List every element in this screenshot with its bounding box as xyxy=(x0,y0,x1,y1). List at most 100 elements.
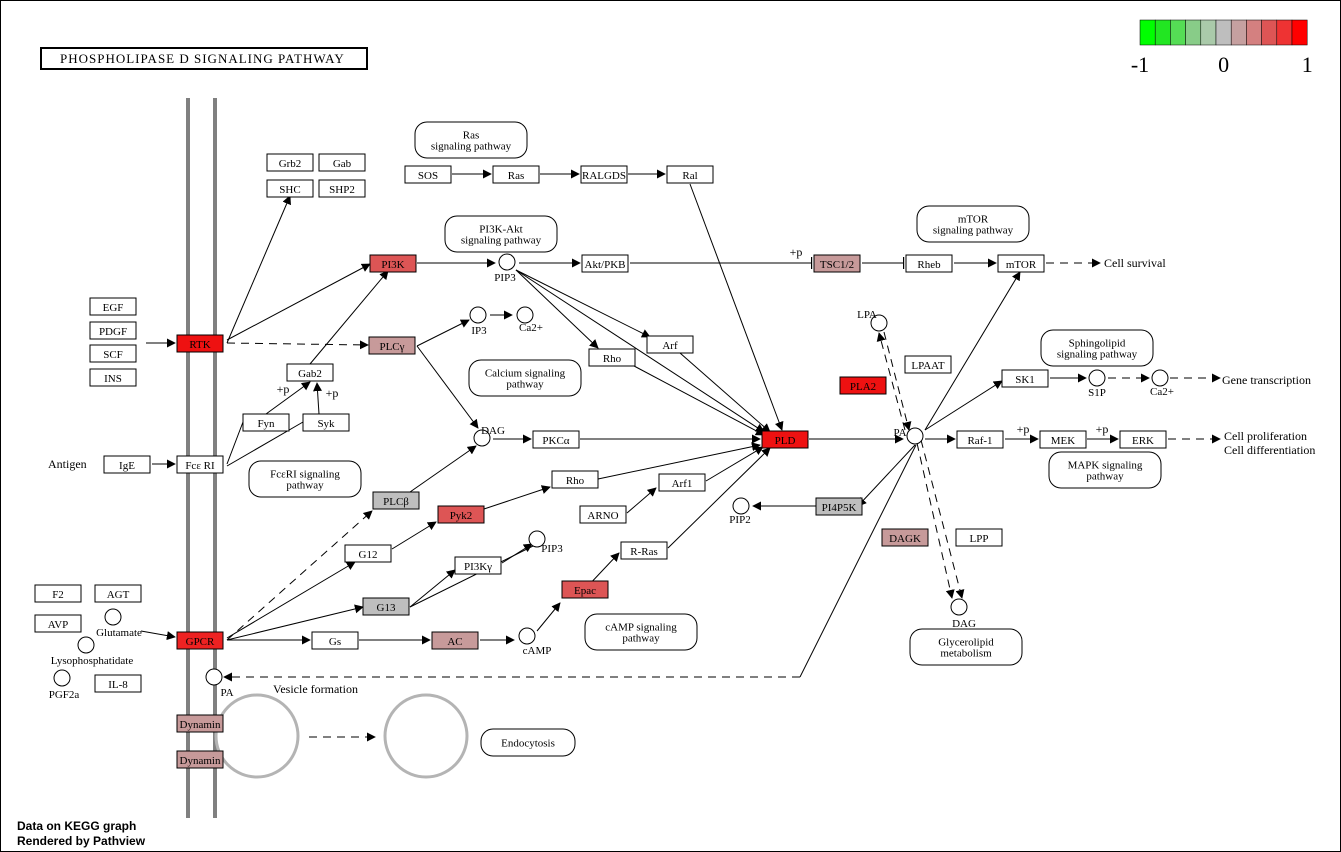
edge-65 xyxy=(883,331,912,431)
legend-label-2: 1 xyxy=(1302,52,1313,77)
gene-pkca[interactable]: PKCα xyxy=(532,430,580,449)
gene-ac[interactable]: AC xyxy=(431,631,479,650)
compound-lysophosphatidate[interactable]: Lysophosphatidate xyxy=(51,636,134,667)
gene-sos[interactable]: SOS xyxy=(404,165,452,184)
gene-rheb-label: Rheb xyxy=(917,259,941,271)
gene-pi3kg[interactable]: PI3Kγ xyxy=(454,556,502,575)
gene-pld-box xyxy=(761,430,809,449)
gene-lpaat[interactable]: LPAAT xyxy=(904,355,952,374)
gene-tsc12[interactable]: TSC1/2 xyxy=(813,254,861,273)
gene-ralgds[interactable]: RALGDS xyxy=(580,165,628,184)
gene-ac-box xyxy=(431,631,479,650)
compound-pip2[interactable]: PIP2 xyxy=(729,497,751,526)
gene-pld[interactable]: PLD xyxy=(761,430,809,449)
gene-plcg[interactable]: PLCγ xyxy=(368,336,416,355)
compound-dag2[interactable]: DAG xyxy=(950,598,976,630)
gene-pla2[interactable]: PLA2 xyxy=(839,376,887,395)
text-p3: +p xyxy=(326,386,339,400)
endocytosis-path-node[interactable]: Endocytosis xyxy=(480,728,576,757)
mtor-path-label: mTOR xyxy=(958,214,989,226)
gene-pi4p5k[interactable]: PI4P5K xyxy=(815,497,863,516)
compound-pa1[interactable]: PA xyxy=(893,427,924,445)
gene-ige[interactable]: IgE xyxy=(103,455,151,474)
gene-rheb[interactable]: Rheb xyxy=(905,254,953,273)
gene-ral[interactable]: Ral xyxy=(666,165,714,184)
compound-s1p[interactable]: S1P xyxy=(1088,369,1106,399)
gene-rho1-box xyxy=(588,348,636,367)
gene-shc[interactable]: SHC xyxy=(266,179,314,198)
compound-lpa[interactable]: LPA xyxy=(857,309,888,332)
gene-gab2[interactable]: Gab2 xyxy=(286,363,334,382)
compound-ip3[interactable]: IP3 xyxy=(469,306,487,337)
gene-sk1[interactable]: SK1 xyxy=(1001,369,1049,388)
gene-arno[interactable]: ARNO xyxy=(579,505,627,524)
gene-gpcr[interactable]: GPCR xyxy=(176,631,224,650)
gene-il8[interactable]: IL-8 xyxy=(94,674,142,693)
gene-lpp[interactable]: LPP xyxy=(955,528,1003,547)
gene-dagk[interactable]: DAGK xyxy=(881,528,929,547)
gene-g13[interactable]: G13 xyxy=(362,597,410,616)
edge-27 xyxy=(679,352,771,433)
gene-rras[interactable]: R-Ras xyxy=(620,541,668,560)
gene-dynamin1[interactable]: Dynamin xyxy=(176,714,224,733)
gene-rtk[interactable]: RTK xyxy=(176,334,224,353)
gene-pyk2[interactable]: Pyk2 xyxy=(437,505,485,524)
gene-pdgf[interactable]: PDGF xyxy=(89,321,137,340)
gene-egf[interactable]: EGF xyxy=(89,297,137,316)
gene-gab[interactable]: Gab xyxy=(318,153,366,172)
gene-aktpkb[interactable]: Akt/PKB xyxy=(581,254,629,273)
gene-arf1[interactable]: Arf1 xyxy=(658,473,706,492)
gene-tsc12-box xyxy=(813,254,861,273)
gene-grb2[interactable]: Grb2 xyxy=(266,153,314,172)
gene-rho2[interactable]: Rho xyxy=(551,470,599,489)
gene-gs[interactable]: Gs xyxy=(311,631,359,650)
compound-ca2-label: Ca2+ xyxy=(1150,386,1174,398)
gene-arf1top[interactable]: Arf xyxy=(646,335,694,354)
compound-glutamate[interactable]: Glutamate xyxy=(96,608,142,639)
gene-arf1-label: Arf1 xyxy=(672,478,693,490)
gene-pi3k[interactable]: PI3K xyxy=(369,254,417,273)
edge-64 xyxy=(876,332,906,431)
gene-rho1[interactable]: Rho xyxy=(588,348,636,367)
compound-pip3a[interactable]: PIP3 xyxy=(494,253,516,284)
gene-mek[interactable]: MEK xyxy=(1039,430,1087,449)
gene-mtor[interactable]: mTOR xyxy=(997,254,1045,273)
gene-f2[interactable]: F2 xyxy=(34,584,82,603)
gene-syk[interactable]: Syk xyxy=(302,413,350,432)
gene-dynamin2[interactable]: Dynamin xyxy=(176,750,224,769)
gene-ras[interactable]: Ras xyxy=(492,165,540,184)
compound-pip3b[interactable]: PIP3 xyxy=(528,530,563,555)
gene-ins[interactable]: INS xyxy=(89,368,137,387)
compound-camp[interactable]: cAMP xyxy=(518,627,551,657)
gene-arno-label: ARNO xyxy=(587,510,618,522)
gene-erk[interactable]: ERK xyxy=(1119,430,1167,449)
gene-fyn[interactable]: Fyn xyxy=(242,413,290,432)
gene-fceri[interactable]: Fcε RI xyxy=(176,455,224,474)
compound-dag1[interactable]: DAG xyxy=(473,425,505,447)
compound-pgf2a[interactable]: PGF2a xyxy=(49,669,80,701)
gene-pkca-box xyxy=(532,430,580,449)
compound-pa2[interactable]: PA xyxy=(205,668,234,699)
gene-avp[interactable]: AVP xyxy=(34,614,82,633)
gene-plcb[interactable]: PLCβ xyxy=(372,491,420,510)
compound-ca2[interactable]: Ca2+ xyxy=(1150,369,1174,398)
gene-agt[interactable]: AGT xyxy=(94,584,142,603)
gene-scf[interactable]: SCF xyxy=(89,344,137,363)
gene-g12[interactable]: G12 xyxy=(344,544,392,563)
gene-epac[interactable]: Epac xyxy=(561,580,609,599)
compound-ca1[interactable]: Ca2+ xyxy=(516,306,543,334)
legend-swatch-9 xyxy=(1276,19,1293,46)
compound-glutamate-circle xyxy=(104,608,122,626)
gene-raf1[interactable]: Raf-1 xyxy=(956,430,1004,449)
gene-mek-box xyxy=(1039,430,1087,449)
gene-shp2[interactable]: SHP2 xyxy=(318,179,366,198)
